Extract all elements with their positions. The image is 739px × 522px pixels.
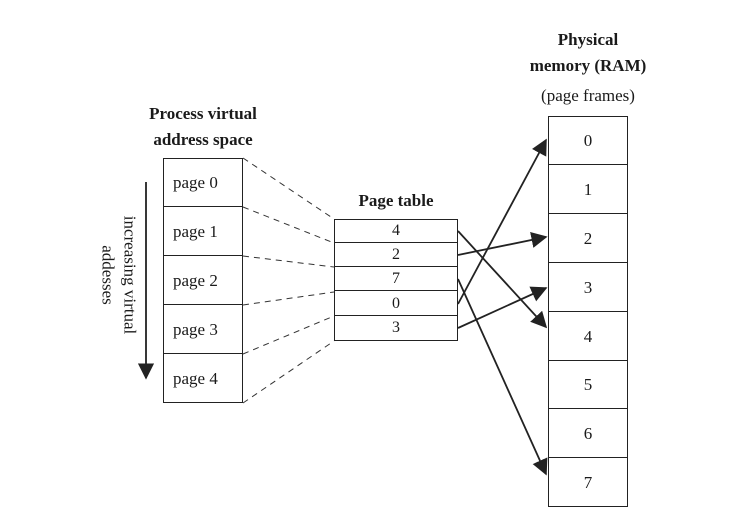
increasing-addresses-label: increasing virtual addesses — [83, 200, 153, 350]
virtual-page-3: page 3 — [163, 305, 243, 354]
side-label-line2: addesses — [98, 245, 117, 305]
page-table-entry-4: 3 — [392, 319, 400, 336]
frame-7: 7 — [583, 473, 593, 492]
dash-line-top-1 — [242, 206, 335, 244]
dash-line-top-2 — [242, 255, 335, 268]
page-table-entry-3: 0 — [334, 292, 458, 316]
virtual-address-space-box — [163, 158, 243, 403]
dash-line-top-0 — [242, 157, 335, 220]
page-table-title: Page table — [358, 191, 434, 210]
physical-title-line2: memory (RAM) — [529, 56, 647, 75]
frame-3: 3 — [548, 263, 628, 312]
dashed-mapping-lines — [242, 157, 335, 404]
virtual-page-1: page 1 — [163, 207, 243, 256]
dash-line-bottom-4 — [242, 340, 335, 404]
arrow-entry1-to-frame2 — [457, 231, 548, 256]
frame-0: 0 — [548, 116, 628, 165]
arrow-entry3-to-frame0 — [457, 138, 547, 305]
page-table-entry-2: 7 — [334, 267, 458, 291]
frame-6: 6 — [548, 409, 628, 458]
arrow-entry4-to-frame3 — [457, 286, 548, 329]
dash-line-top-3 — [242, 291, 335, 306]
physical-memory-title: Physical memory (RAM) — [508, 27, 668, 79]
virtual-space-title: Process virtual address space — [118, 101, 288, 153]
virtual-page-0: page 0 — [163, 158, 243, 207]
virtual-space-title-line1: Process virtual — [149, 104, 257, 123]
virtual-page-2: page 2 — [163, 256, 243, 305]
virtual-space-title-line2: address space — [153, 130, 253, 149]
dash-line-top-4 — [242, 315, 335, 355]
virtual-page-4: page 4 — [173, 369, 218, 388]
page-table-entry-0: 4 — [334, 219, 458, 243]
frame-1: 1 — [548, 165, 628, 214]
physical-memory-subtitle: (page frames) — [541, 86, 635, 105]
arrow-entry2-to-frame7 — [457, 278, 548, 476]
frame-2: 2 — [548, 214, 628, 263]
side-label-line1: increasing virtual — [120, 215, 139, 335]
frame-5: 5 — [548, 360, 628, 409]
arrow-entry0-to-frame4 — [457, 230, 548, 329]
page-table-box — [334, 219, 458, 341]
frame-4: 4 — [548, 312, 628, 361]
physical-title-line1: Physical — [557, 30, 619, 49]
frame-arrows — [457, 138, 548, 476]
page-table-entry-1: 2 — [334, 243, 458, 267]
